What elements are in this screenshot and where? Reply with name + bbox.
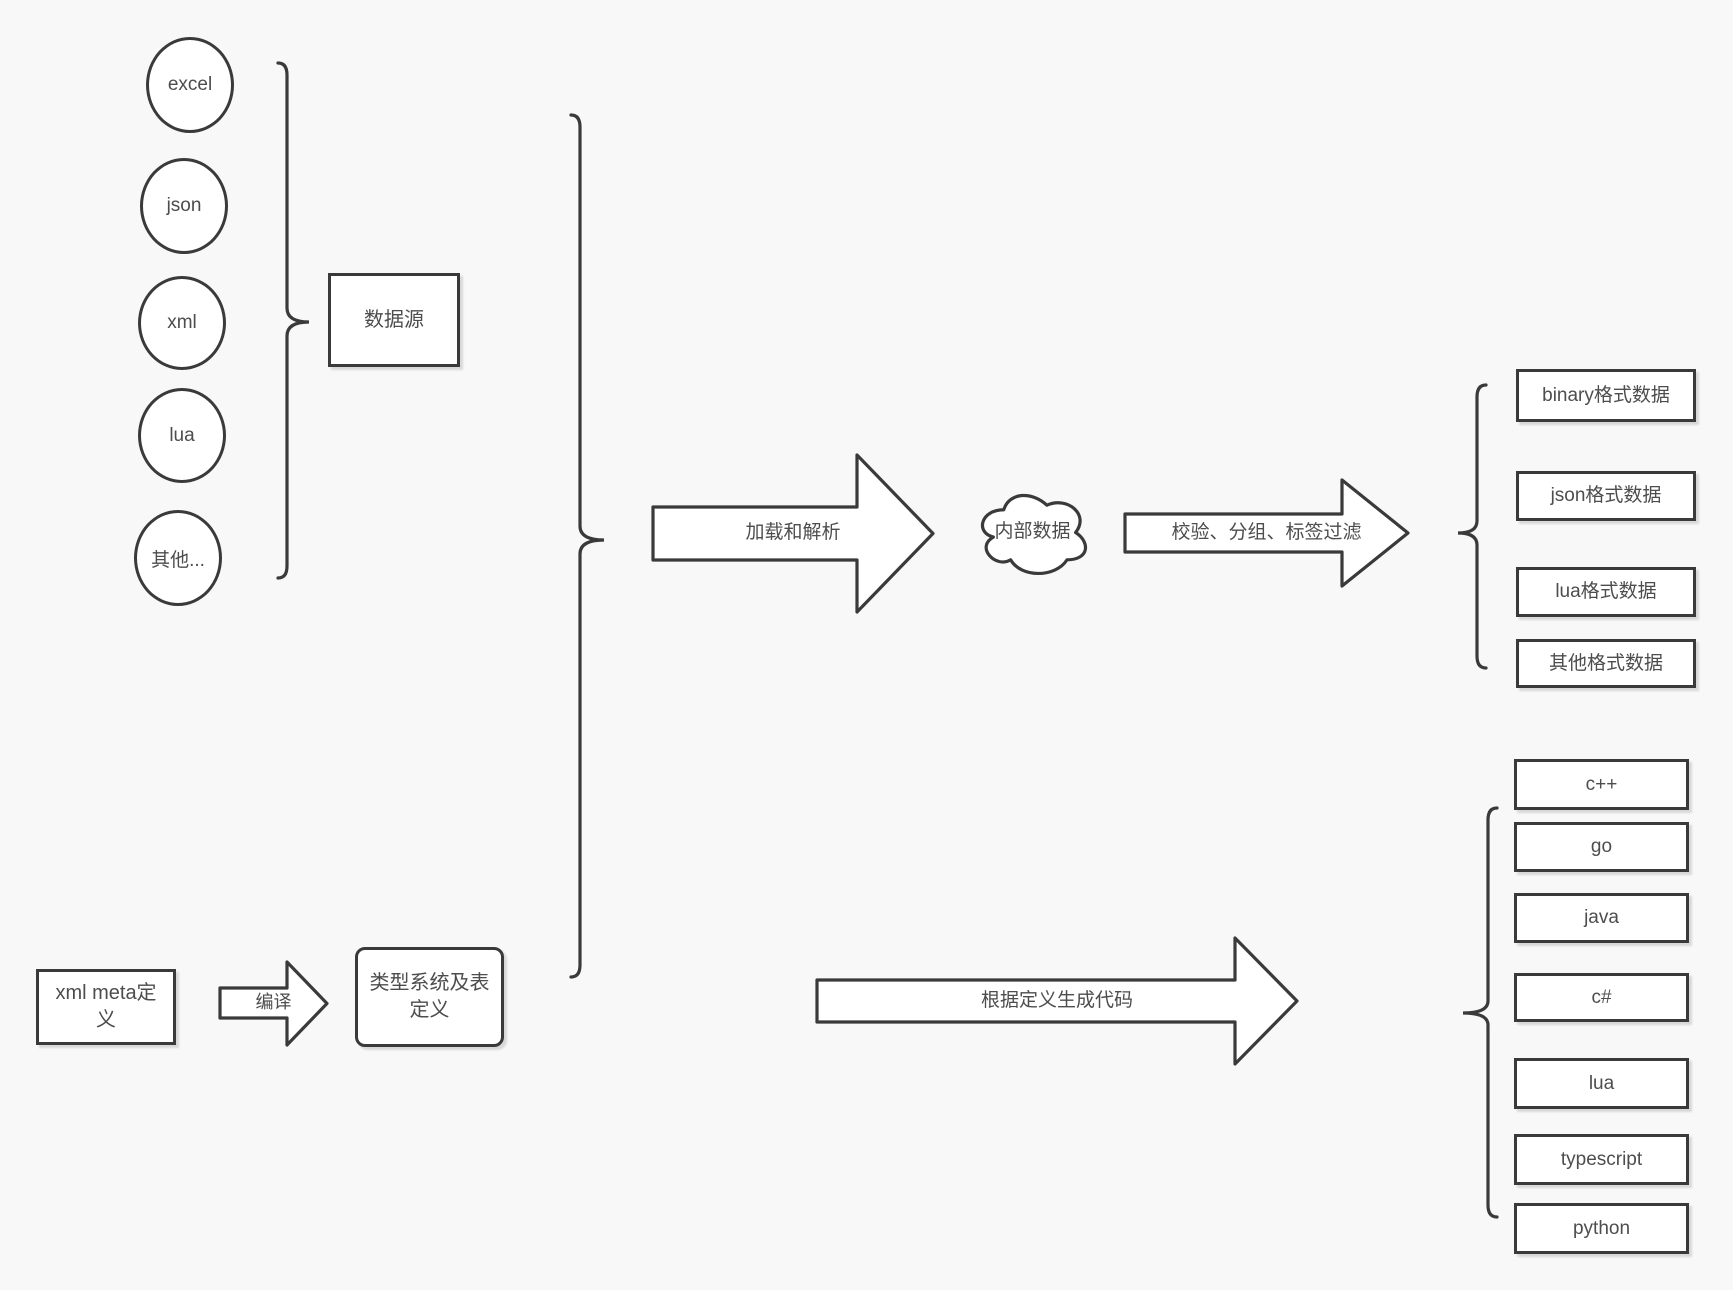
type-system-box: 类型系统及表定义: [355, 947, 504, 1047]
filter-arrow: [1123, 478, 1410, 588]
source-node-xml: xml: [138, 276, 226, 370]
language-box-csharp: c#: [1514, 973, 1689, 1022]
source-node-label: 其他...: [151, 549, 205, 571]
format-box-lua: lua格式数据: [1516, 567, 1696, 617]
language-box-cpp: c++: [1514, 759, 1689, 810]
compile-arrow: [218, 960, 329, 1047]
language-box-python: python: [1514, 1203, 1689, 1254]
format-box-json: json格式数据: [1516, 471, 1696, 521]
source-node-label: excel: [167, 74, 213, 95]
source-node-other: 其他...: [134, 510, 222, 606]
format-box-binary: binary格式数据: [1516, 369, 1696, 422]
sources-brace: [276, 61, 310, 580]
language-box-typescript: typescript: [1514, 1134, 1689, 1185]
load-parse-arrow: [651, 453, 935, 614]
codegen-arrow: [815, 936, 1299, 1066]
source-node-label: xml: [167, 312, 197, 333]
xml-meta-box: xml meta定义: [36, 969, 176, 1045]
language-box-go: go: [1514, 822, 1689, 872]
source-node-json: json: [140, 158, 228, 254]
source-node-label: lua: [169, 424, 195, 446]
languages-brace: [1462, 806, 1499, 1219]
data-source-group-box: 数据源: [328, 273, 460, 367]
format-box-other: 其他格式数据: [1516, 639, 1696, 688]
source-node-excel: excel: [146, 37, 234, 133]
language-box-java: java: [1514, 893, 1689, 943]
formats-brace: [1457, 383, 1488, 670]
language-box-lua: lua: [1514, 1058, 1689, 1109]
source-node-label: json: [166, 195, 202, 216]
main-brace: [569, 113, 605, 979]
source-node-lua: lua: [138, 388, 226, 483]
internal-data-cloud: [980, 493, 1087, 575]
